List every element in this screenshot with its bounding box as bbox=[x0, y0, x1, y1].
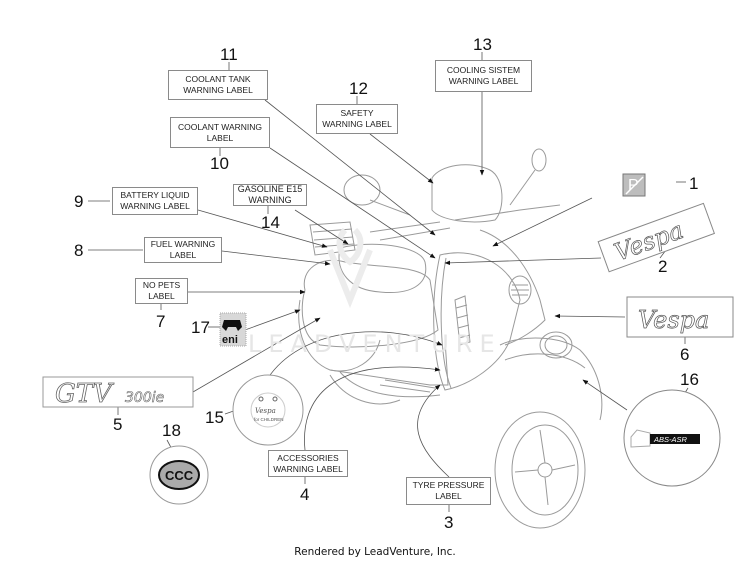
callout-number-17: 17 bbox=[191, 318, 210, 337]
svg-text:300ie: 300ie bbox=[125, 390, 164, 406]
callout-number-12: 12 bbox=[349, 79, 368, 98]
callout-label-13: COOLING SISTEM WARNING LABEL bbox=[435, 60, 532, 92]
svg-text:eni: eni bbox=[222, 334, 238, 346]
callout-number-13: 13 bbox=[473, 35, 492, 54]
callout-label-7: NO PETS LABEL bbox=[135, 278, 188, 304]
p-badge-decal: P bbox=[622, 173, 646, 197]
watermark-text: LEADVENTURE bbox=[248, 330, 502, 358]
watermark-emblem bbox=[327, 227, 373, 309]
eni-decal: eni bbox=[219, 312, 247, 347]
ccc-decal: CCC bbox=[149, 445, 209, 505]
abs-asr-decal: ABS-ASR bbox=[623, 389, 721, 487]
svg-text:CCC: CCC bbox=[165, 468, 194, 483]
callout-label-9: BATTERY LIQUID WARNING LABEL bbox=[112, 187, 198, 215]
callout-number-7: 7 bbox=[156, 312, 166, 331]
svg-text:GTV: GTV bbox=[55, 379, 114, 409]
gtv-decal: GTV 300ie bbox=[42, 376, 194, 409]
callout-number-18: 18 bbox=[162, 421, 181, 440]
scooter-illustration bbox=[298, 148, 603, 529]
callout-number-6: 6 bbox=[680, 345, 690, 364]
svg-text:Vespa: Vespa bbox=[638, 306, 709, 334]
callout-label-10: COOLANT WARNING LABEL bbox=[170, 117, 270, 148]
svg-text:Vespa: Vespa bbox=[255, 407, 276, 415]
callout-label-3: TYRE PRESSURE LABEL bbox=[406, 477, 491, 505]
callout-number-14: 14 bbox=[261, 213, 280, 232]
footer-credit: Rendered by LeadVenture, Inc. bbox=[294, 546, 456, 558]
callout-number-2: 2 bbox=[658, 257, 668, 276]
vespa-decal-angled: Vespa bbox=[597, 202, 716, 273]
svg-text:for CHILDREN: for CHILDREN bbox=[254, 417, 284, 422]
callout-label-12: SAFETY WARNING LABEL bbox=[316, 104, 398, 134]
callout-number-5: 5 bbox=[113, 415, 123, 434]
callout-number-9: 9 bbox=[74, 192, 84, 211]
svg-text:P: P bbox=[628, 177, 639, 194]
callout-label-8: FUEL WARNING LABEL bbox=[144, 237, 222, 263]
callout-number-10: 10 bbox=[210, 154, 229, 173]
callout-number-16: 16 bbox=[680, 370, 699, 389]
svg-text:ABS-ASR: ABS-ASR bbox=[653, 435, 688, 444]
callout-label-11: COOLANT TANK WARNING LABEL bbox=[168, 70, 268, 100]
callout-number-4: 4 bbox=[300, 485, 310, 504]
callout-number-15: 15 bbox=[205, 408, 224, 427]
callout-label-14: GASOLINE E15 WARNING bbox=[233, 184, 307, 206]
vespa-children-decal: Vespa for CHILDREN bbox=[232, 374, 304, 446]
callout-number-1: 1 bbox=[689, 174, 699, 193]
callout-number-8: 8 bbox=[74, 241, 84, 260]
vespa-decal-straight: Vespa bbox=[626, 296, 734, 338]
callout-number-3: 3 bbox=[444, 513, 454, 532]
callout-number-11: 11 bbox=[220, 45, 238, 64]
callout-label-4: ACCESSORIES WARNING LABEL bbox=[268, 450, 348, 477]
